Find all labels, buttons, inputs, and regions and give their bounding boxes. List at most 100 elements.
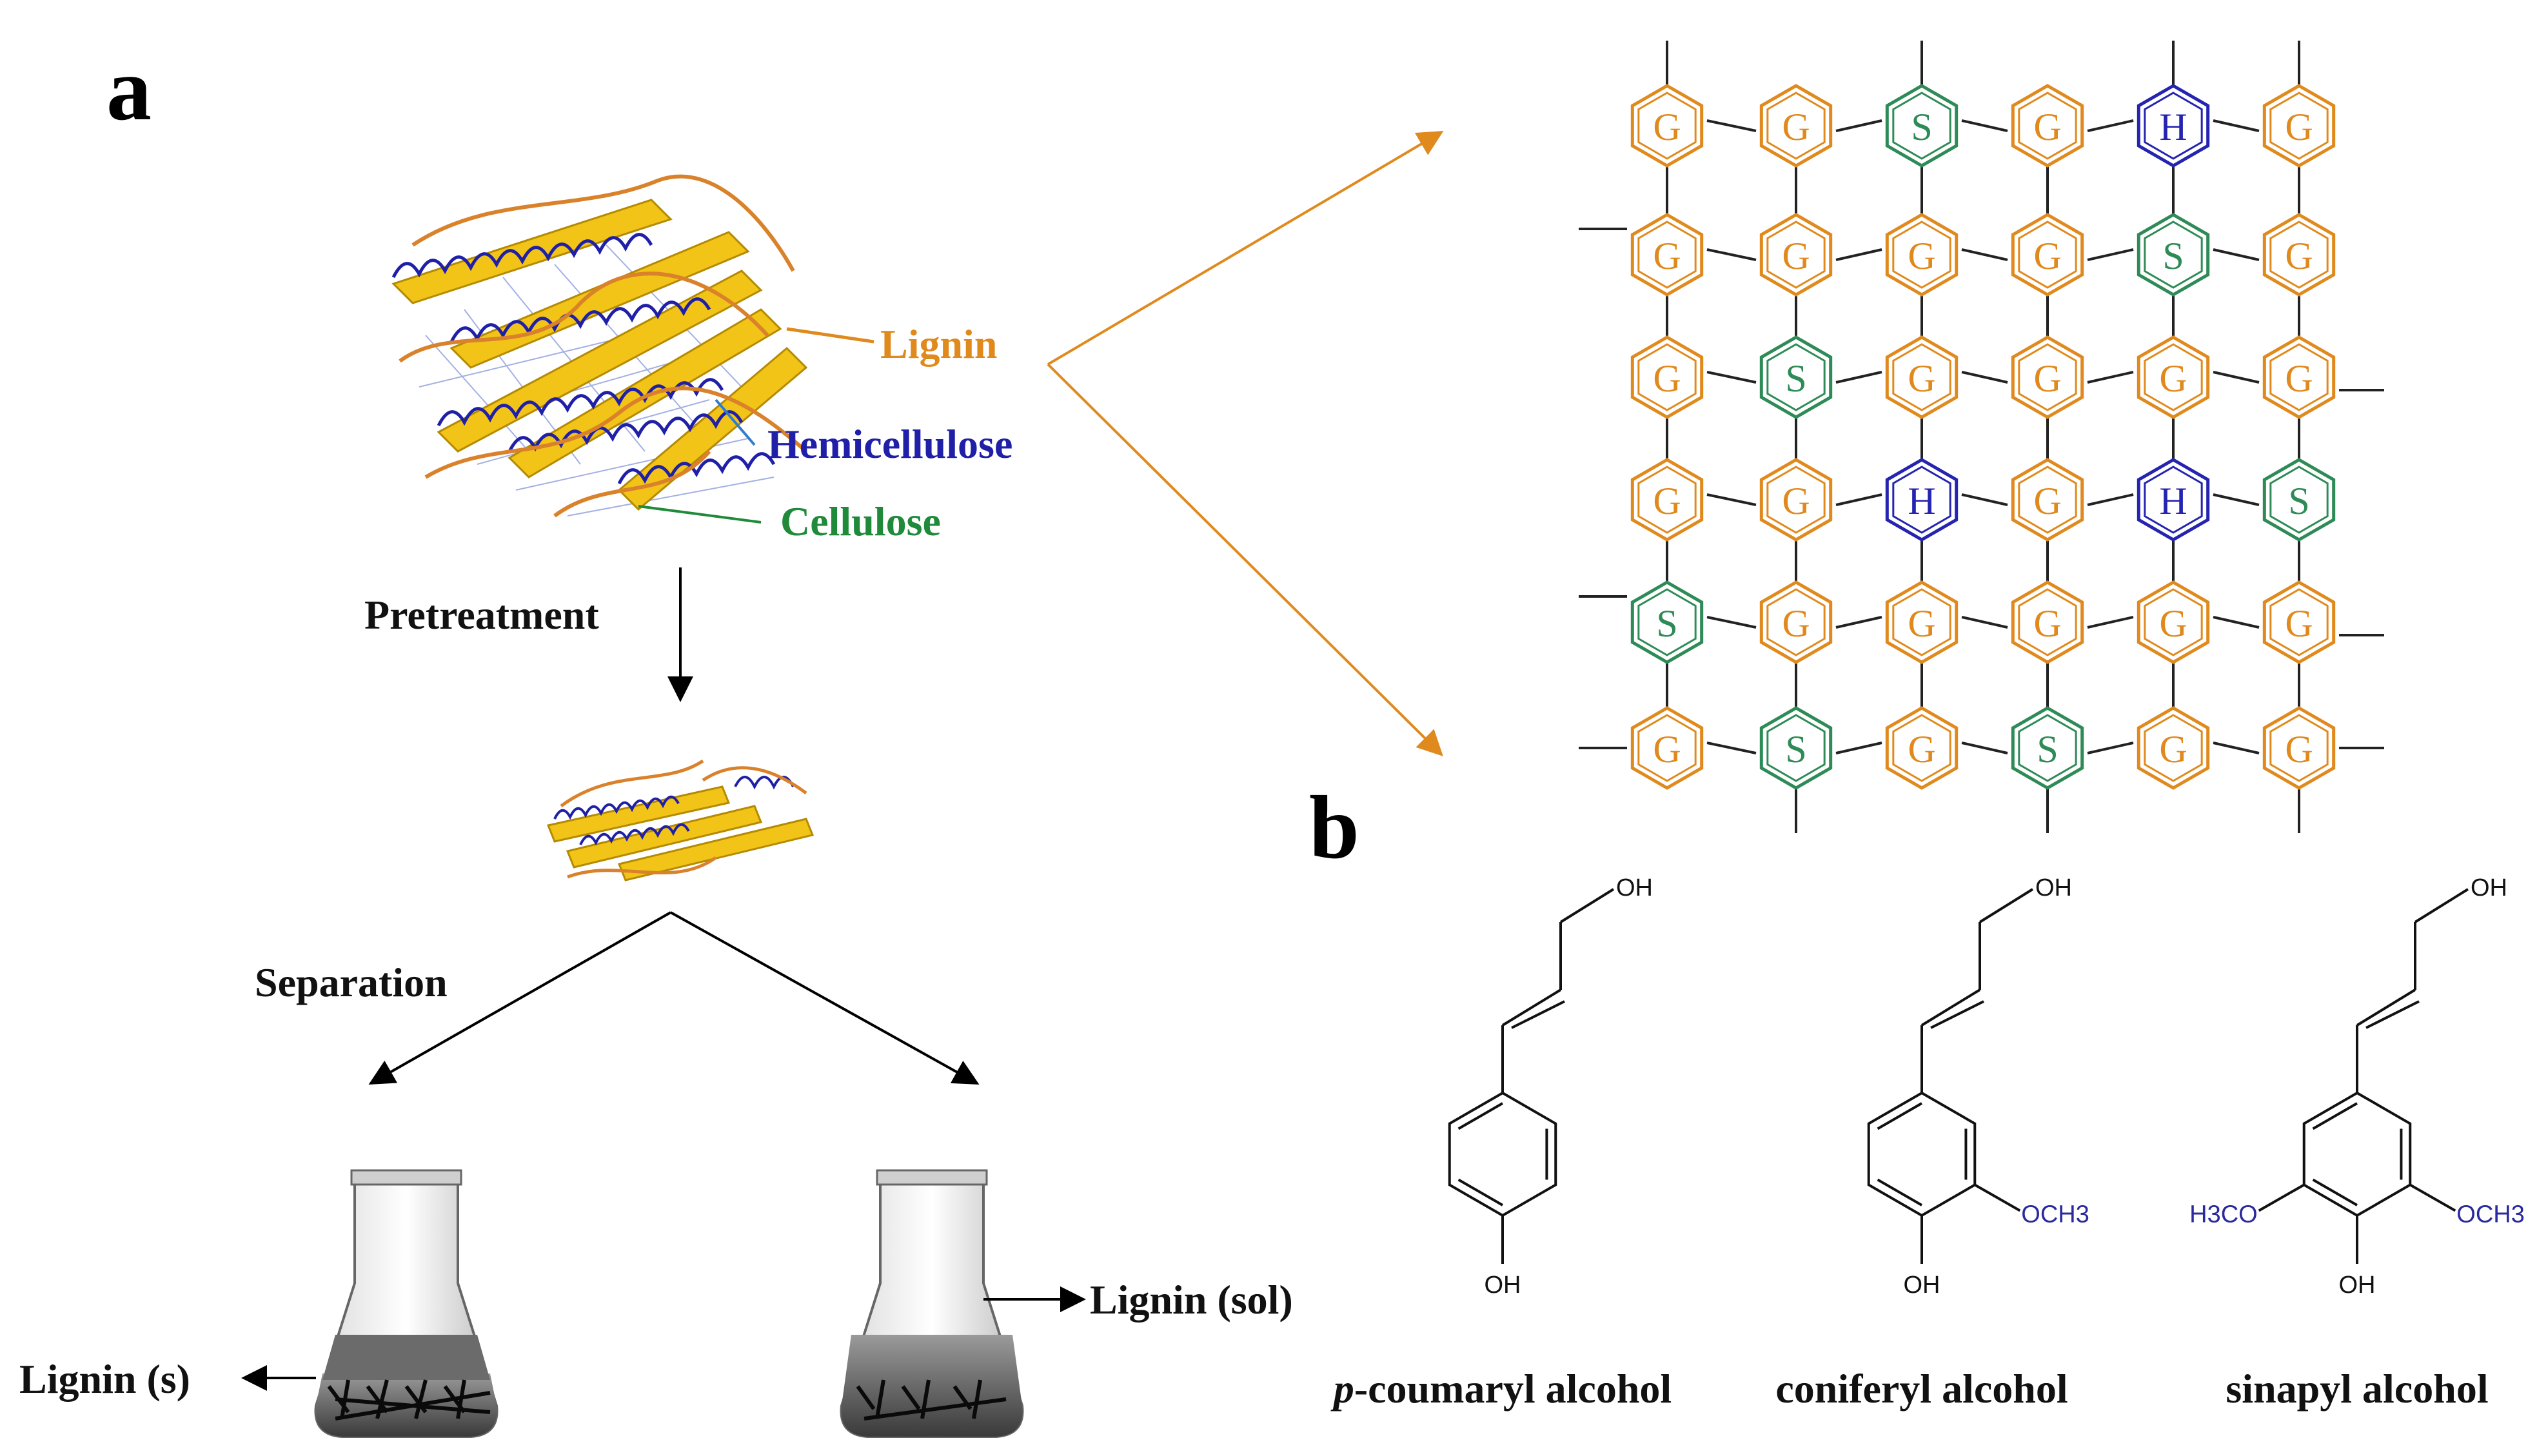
hydroxyl-top-label: OH — [2035, 874, 2072, 901]
monomer-unit-G: G — [2262, 335, 2336, 419]
lignin-leader — [786, 327, 874, 344]
monomer-unit-S: S — [1885, 84, 1959, 168]
monomer-unit-G: G — [2011, 458, 2084, 542]
monomer-letter: G — [1653, 357, 1681, 400]
monomer-letter: G — [2033, 602, 2061, 645]
monomer-letter: H — [1908, 480, 1935, 522]
monomer-unit-G: G — [2011, 580, 2084, 664]
methoxy-right-label: OCH3 — [2456, 1201, 2525, 1228]
hydroxyl-bottom-label: OH — [2339, 1272, 2376, 1299]
separation-arrow-right — [670, 911, 980, 1085]
lignin-solid-label: Lignin (s) — [19, 1356, 190, 1402]
monomer-letter: G — [2285, 235, 2313, 277]
monomer-letter: S — [1911, 106, 1932, 148]
monomer-unit-G: G — [2137, 706, 2210, 790]
monomer-letter: G — [2033, 106, 2061, 148]
monomer-unit-G: G — [2137, 580, 2210, 664]
panel-a-label: a — [106, 39, 152, 139]
monomer-unit-G: G — [1630, 458, 1704, 542]
monomer-letter: G — [1782, 480, 1810, 522]
monolignol-name: coniferyl alcohol — [1775, 1366, 2068, 1412]
monomer-letter: S — [2037, 728, 2058, 771]
flask-soluble — [840, 1169, 1024, 1438]
monomer-unit-S: S — [2011, 706, 2084, 790]
monomer-unit-G: G — [1759, 580, 1833, 664]
monomer-unit-G: G — [2011, 84, 2084, 168]
monomer-letter: S — [1656, 602, 1677, 645]
methoxy-right-label: OCH3 — [2021, 1201, 2089, 1228]
monomer-unit-S: S — [2137, 213, 2210, 297]
monomer-unit-G: G — [1885, 706, 1959, 790]
monomer-letter: G — [2033, 357, 2061, 400]
molecule-bonds — [1448, 888, 1615, 1264]
monomer-unit-G: G — [1630, 213, 1704, 297]
monomer-letter: G — [1653, 106, 1681, 148]
hydroxyl-top-label: OH — [1616, 874, 1653, 901]
monomer-letter: G — [1908, 357, 1935, 400]
panel-b-label: b — [1309, 778, 1359, 878]
lignin-soluble-label: Lignin (sol) — [1090, 1277, 1293, 1323]
monomer-letter: G — [2033, 480, 2061, 522]
monomer-letter: G — [1782, 235, 1810, 277]
monomer-unit-G: G — [2137, 335, 2210, 419]
hydroxyl-top-label: OH — [2471, 874, 2507, 901]
monomer-letter: G — [2159, 602, 2187, 645]
monomer-unit-S: S — [2262, 458, 2336, 542]
monomer-unit-G: G — [1630, 706, 1704, 790]
monomer-letter: G — [2285, 728, 2313, 771]
lignin-label: Lignin — [880, 321, 997, 367]
hemicellulose-leader — [715, 398, 756, 446]
monomer-letter: G — [1782, 602, 1810, 645]
monomer-letter: G — [1653, 728, 1681, 771]
monomer-unit-G: G — [2262, 580, 2336, 664]
zoom-arrow-bottom — [1047, 363, 1443, 756]
monomer-letter: S — [1785, 357, 1806, 400]
monomer-unit-G: G — [1630, 84, 1704, 168]
monolignol-1: OH OH OCH3 coniferyl alcohol — [1775, 874, 2089, 1412]
monomer-letter: S — [2162, 235, 2184, 277]
monomer-unit-G: G — [1630, 335, 1704, 419]
separation-label: Separation — [255, 959, 448, 1005]
monomer-letter: G — [2159, 728, 2187, 771]
monomer-unit-S: S — [1759, 335, 1833, 419]
monolignol-structures: OH OH p-coumaryl alcohol OH OH OCH3 coniferyl … — [1330, 874, 2525, 1412]
monomer-letter: G — [1782, 106, 1810, 148]
monomer-letter: G — [2285, 357, 2313, 400]
monomer-letter: G — [2159, 357, 2187, 400]
hemicellulose-label: Hemicellulose — [767, 421, 1012, 467]
monomer-unit-H: H — [2137, 84, 2210, 168]
monomer-unit-G: G — [1885, 580, 1959, 664]
monolignol-name: sinapyl alcohol — [2226, 1366, 2488, 1412]
monomer-unit-H: H — [1885, 458, 1959, 542]
monomer-letter: S — [1785, 728, 1806, 771]
monomer-unit-S: S — [1759, 706, 1833, 790]
monomer-letter: G — [1908, 728, 1935, 771]
monomer-letter: G — [2285, 106, 2313, 148]
monomer-unit-G: G — [1885, 335, 1959, 419]
monomer-letter: G — [1653, 235, 1681, 277]
zoom-arrow-top — [1047, 130, 1444, 366]
hydroxyl-bottom-label: OH — [1904, 1272, 1940, 1299]
monomer-unit-G: G — [1759, 213, 1833, 297]
monomer-letter: H — [2159, 106, 2187, 148]
monomer-letter: G — [1908, 602, 1935, 645]
monomer-unit-G: G — [2011, 335, 2084, 419]
cellulose-leader — [638, 505, 762, 524]
monomer-letter: G — [1908, 235, 1935, 277]
monomer-letter: G — [2285, 602, 2313, 645]
methoxy-left-label: H3CO — [2189, 1201, 2258, 1228]
pretreatment-label: Pretreatment — [364, 592, 599, 638]
monomer-letter: H — [2159, 480, 2187, 522]
flask-solid — [314, 1169, 499, 1438]
molecule-bonds — [2258, 888, 2469, 1264]
monomer-unit-G: G — [1759, 458, 1833, 542]
cellulose-label: Cellulose — [780, 498, 941, 544]
monolignol-name: p-coumaryl alcohol — [1330, 1366, 1672, 1412]
network-linkages — [1579, 41, 2384, 833]
monomer-letter: S — [2288, 480, 2309, 522]
monolignol-2: OH OH OCH3 H3CO sinapyl alcohol — [2189, 874, 2525, 1412]
monomer-unit-G: G — [2262, 213, 2336, 297]
